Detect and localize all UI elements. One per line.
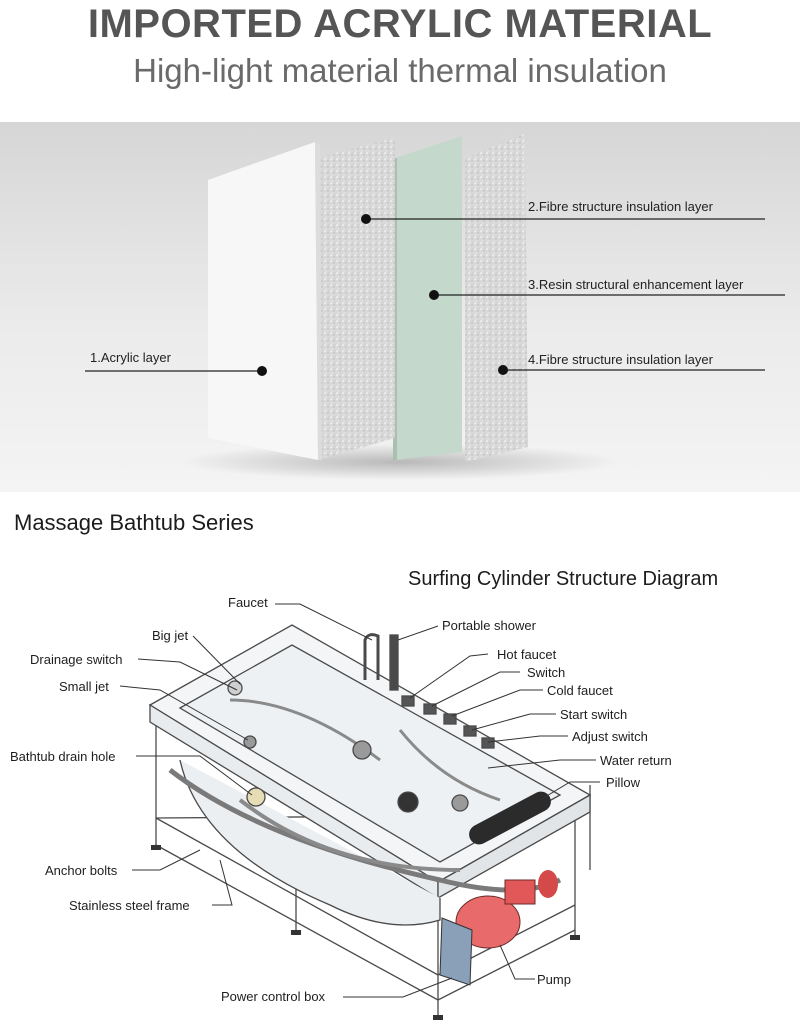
label-stainless-steel-frame: Stainless steel frame: [69, 898, 190, 913]
label-small-jet: Small jet: [59, 679, 109, 694]
label-pillow: Pillow: [606, 775, 640, 790]
label-water-return: Water return: [600, 753, 672, 768]
label-drainage-switch: Drainage switch: [30, 652, 123, 667]
label-hot-faucet: Hot faucet: [497, 647, 557, 662]
label-switch: Switch: [527, 665, 566, 680]
page-title: IMPORTED ACRYLIC MATERIAL: [87, 2, 713, 46]
label-power-control-box: Power control box: [221, 989, 326, 1004]
acrylic-sheet: [208, 142, 318, 460]
label-adjust-switch: Adjust switch: [572, 729, 648, 744]
label-big-jet: Big jet: [152, 628, 189, 643]
layers-panel: 1.Acrylic layer 2.Fibre structure insula…: [0, 122, 800, 492]
resin-sheet: [395, 136, 462, 460]
structure-title: Surfing Cylinder Structure Diagram: [408, 568, 719, 590]
label-portable-shower: Portable shower: [442, 618, 536, 633]
fibre-sheet-front: [316, 138, 395, 460]
label-cold-faucet: Cold faucet: [547, 683, 613, 698]
page-subtitle: High-light material thermal insulation: [133, 52, 667, 89]
label-fibre-layer-bottom: 4.Fibre structure insulation layer: [528, 352, 713, 367]
fibre-sheet-back: [465, 134, 528, 462]
layers-illustration: [85, 134, 785, 480]
label-anchor-bolts: Anchor bolts: [45, 863, 118, 878]
label-faucet: Faucet: [228, 595, 268, 610]
label-pump: Pump: [537, 972, 571, 987]
series-title: Massage Bathtub Series: [14, 510, 254, 535]
label-resin-layer: 3.Resin structural enhancement layer: [528, 277, 744, 292]
label-bathtub-drain-hole: Bathtub drain hole: [10, 749, 116, 764]
label-start-switch: Start switch: [560, 707, 628, 722]
label-acrylic-layer: 1.Acrylic layer: [90, 350, 171, 365]
label-fibre-layer-top: 2.Fibre structure insulation layer: [528, 199, 713, 214]
